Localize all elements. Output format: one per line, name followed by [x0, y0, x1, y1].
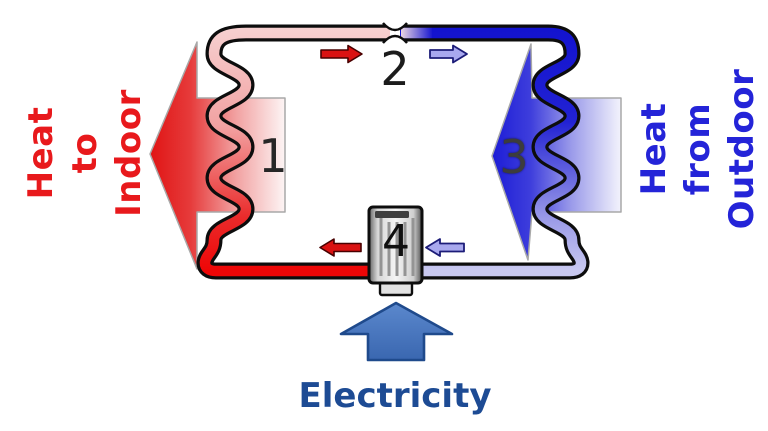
flow-arrow-cold-top-icon	[429, 44, 468, 64]
marker-expansion-valve: 2	[380, 42, 410, 96]
heat-to-indoor-line2: to	[65, 132, 105, 174]
heat-from-outdoor-line2: from	[678, 102, 718, 196]
electricity-label: Electricity	[298, 376, 492, 416]
heat-to-indoor-label: Heat to Indoor	[19, 78, 151, 228]
condenser-coil-loop	[196, 24, 390, 280]
heat-from-outdoor-line1: Heat	[634, 102, 674, 196]
flow-arrow-hot-top-icon	[320, 44, 363, 64]
flow-arrow-cold-bottom-icon	[425, 238, 465, 257]
compressor	[367, 205, 424, 297]
heat-from-outdoor-line3: Outdoor	[722, 68, 762, 230]
evaporator-coil-loop	[400, 24, 590, 280]
heat-from-outdoor-arrow	[491, 43, 622, 261]
heat-to-indoor-line3: Indoor	[109, 89, 149, 217]
heat-to-indoor-line1: Heat	[21, 106, 61, 200]
heat-from-outdoor-label: Heat from Outdoor	[632, 64, 764, 234]
electricity-arrow-icon	[339, 301, 454, 362]
flow-arrow-hot-bottom-icon	[319, 238, 362, 257]
marker-compressor: 4	[382, 216, 410, 267]
marker-evaporator-coil: 3	[499, 130, 529, 184]
marker-condenser-coil: 1	[258, 129, 288, 183]
expansion-valve-pinch	[382, 19, 408, 47]
